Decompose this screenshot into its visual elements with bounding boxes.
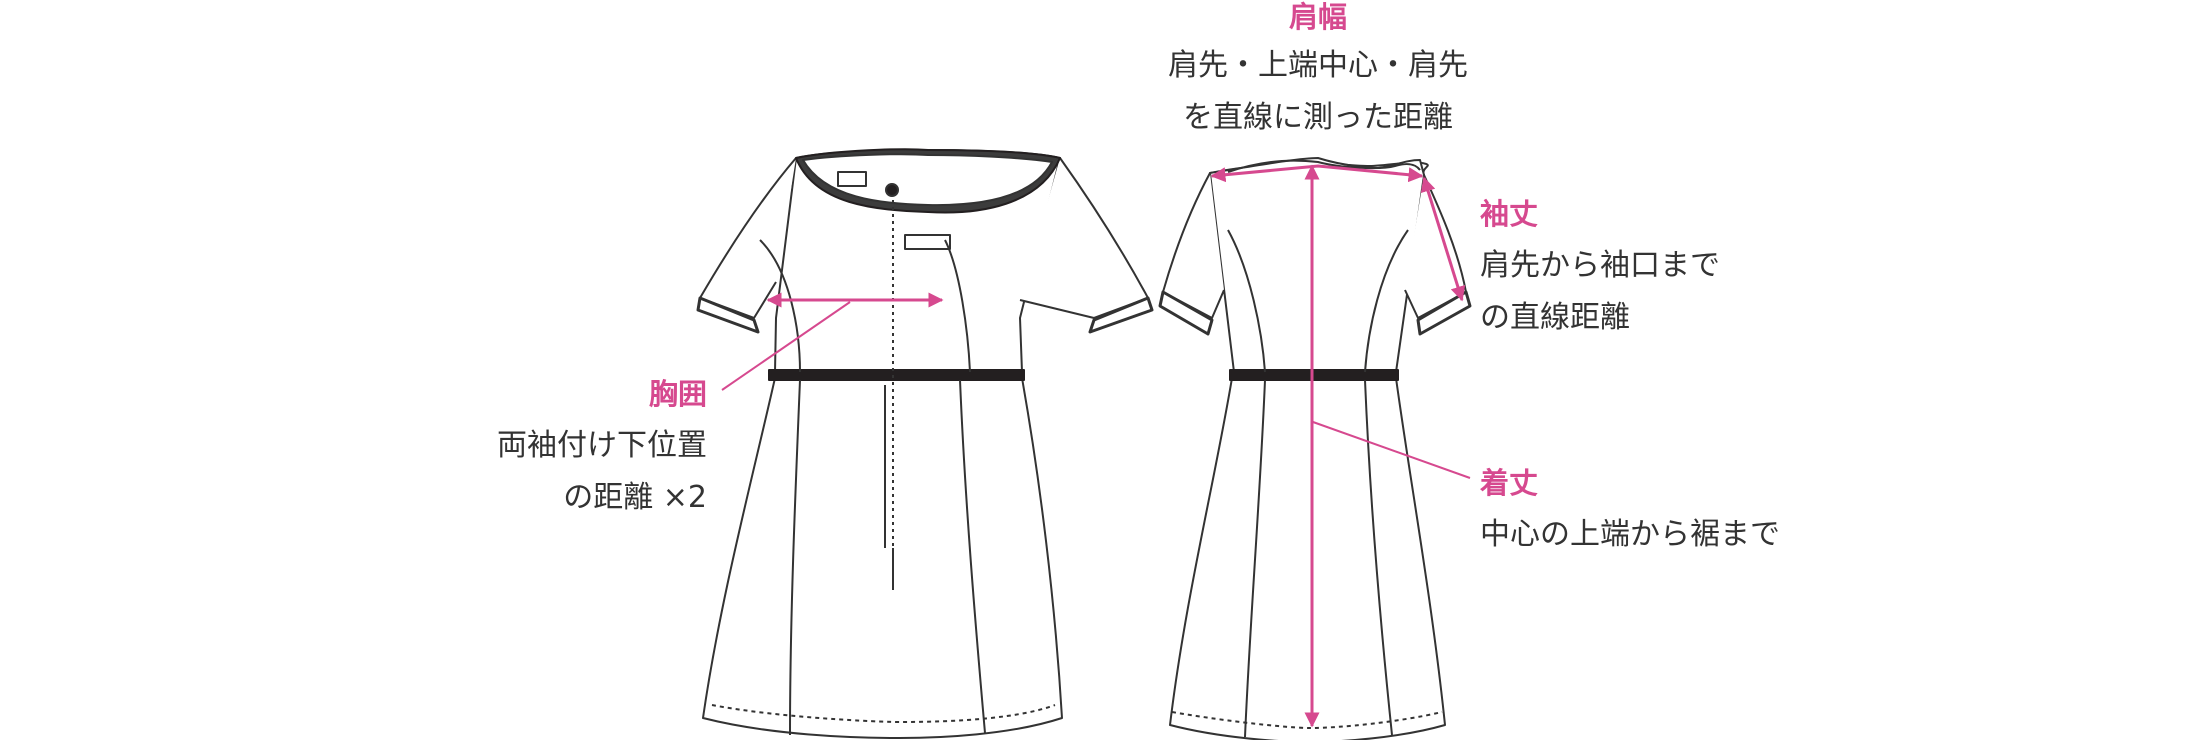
bust-measure-arrow <box>721 292 944 391</box>
bust-desc-line2: の距離 ×2 <box>563 480 707 515</box>
total-length-desc-line1: 中心の上端から裾まで <box>1480 517 1780 552</box>
sleeve-length-desc-line1: 肩先から袖口まで <box>1480 248 1720 283</box>
shoulder-width-title: 肩幅 <box>1288 0 1348 34</box>
back-dress-illustration <box>1158 157 1472 743</box>
sleeve-length-desc-line2: の直線距離 <box>1480 300 1630 335</box>
total-length-title: 着丈 <box>1480 466 1539 500</box>
bust-title: 胸囲 <box>648 377 707 411</box>
front-dress-illustration <box>696 148 1154 739</box>
total-length-arrow <box>1304 164 1471 728</box>
sleeve-length-arrow <box>1420 176 1466 302</box>
sleeve-length-title: 袖丈 <box>1480 197 1539 231</box>
bust-desc-line1: 両袖付け下位置 <box>497 428 707 463</box>
shoulder-width-desc-line2: を直線に測った距離 <box>1183 100 1453 135</box>
shoulder-width-desc-line1: 肩先・上端中心・肩先 <box>1168 48 1468 83</box>
